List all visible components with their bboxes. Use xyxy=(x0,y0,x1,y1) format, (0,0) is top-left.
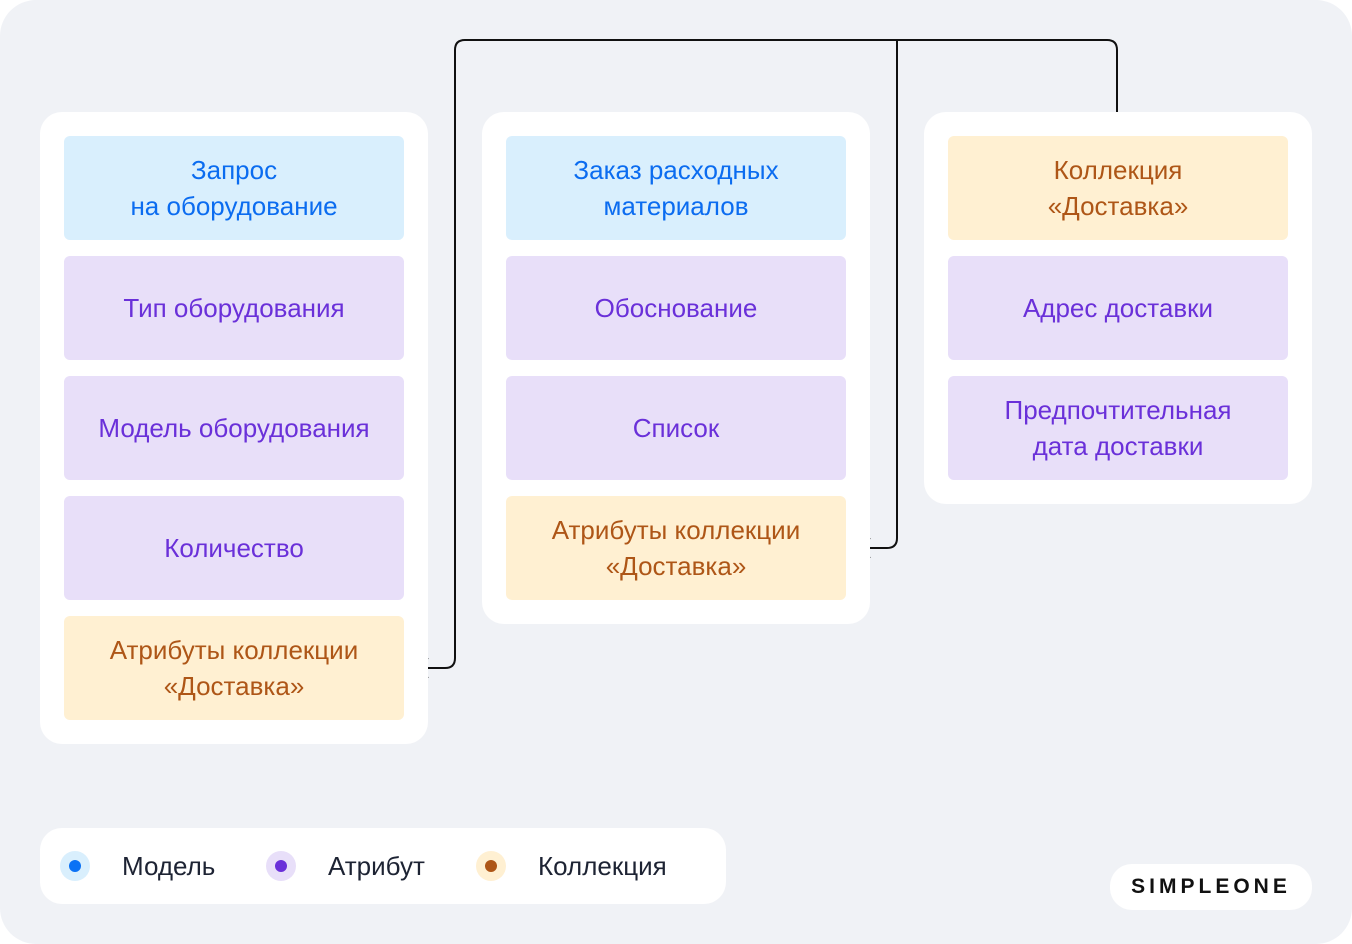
attribute-box[interactable]: Адрес доставки xyxy=(948,256,1288,360)
equipment-request-card: Запрос на оборудование Тип оборудования … xyxy=(40,112,428,744)
collection-dot-icon xyxy=(476,851,506,881)
model-dot-icon xyxy=(60,851,90,881)
simpleone-logo: SIMPLEONE xyxy=(1110,864,1312,910)
supplies-order-card: Заказ расходных материалов Обоснование С… xyxy=(482,112,870,624)
attribute-dot-icon xyxy=(266,851,296,881)
attribute-box[interactable]: Обоснование xyxy=(506,256,846,360)
model-box[interactable]: Запрос на оборудование xyxy=(64,136,404,240)
attribute-box[interactable]: Модель оборудования xyxy=(64,376,404,480)
attribute-box[interactable]: Количество xyxy=(64,496,404,600)
legend-item-model: Модель xyxy=(60,828,215,904)
collection-box[interactable]: Коллекция «Доставка» xyxy=(948,136,1288,240)
connector-line-to-request xyxy=(416,39,1118,669)
legend-label: Атрибут xyxy=(328,850,425,881)
attribute-box[interactable]: Предпочтительная дата доставки xyxy=(948,376,1288,480)
attribute-box[interactable]: Тип оборудования xyxy=(64,256,404,360)
attribute-box[interactable]: Список xyxy=(506,376,846,480)
legend-item-attribute: Атрибут xyxy=(266,828,425,904)
delivery-collection-card: Коллекция «Доставка» Адрес доставки Пред… xyxy=(924,112,1312,504)
legend-label: Коллекция xyxy=(538,850,667,881)
model-box[interactable]: Заказ расходных материалов xyxy=(506,136,846,240)
legend: Модель Атрибут Коллекция xyxy=(40,828,726,904)
legend-label: Модель xyxy=(122,850,216,881)
legend-item-collection: Коллекция xyxy=(476,828,667,904)
collection-attributes-box[interactable]: Атрибуты коллекции «Доставка» xyxy=(64,616,404,720)
connector-line-to-order xyxy=(858,40,898,549)
collection-attributes-box[interactable]: Атрибуты коллекции «Доставка» xyxy=(506,496,846,600)
